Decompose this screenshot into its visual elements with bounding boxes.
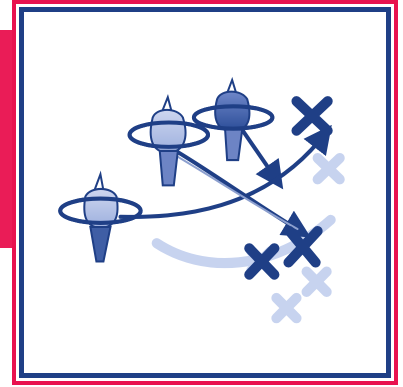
movement-arrows [118, 120, 332, 238]
inner-blue-frame [19, 7, 391, 378]
target-x-lower-right [283, 225, 323, 268]
target-x-marks [244, 96, 333, 280]
target-x-top-right [291, 96, 333, 136]
arrow-top-piece-to-right [235, 120, 284, 190]
shadow-x-1 [312, 152, 345, 185]
arrow-left-piece-to-top-right [118, 124, 332, 219]
shadow-x-4 [301, 266, 332, 297]
shadow-x-3 [271, 292, 302, 324]
player-piece-middle [127, 93, 211, 187]
arrow-middle-piece-shadow-track [166, 149, 299, 231]
left-accent-band [0, 30, 12, 248]
tactics-illustration [58, 76, 345, 324]
player-piece-left [58, 170, 143, 263]
outer-red-frame [12, 0, 398, 385]
target-x-lower-left [244, 243, 280, 280]
player-piece-top [191, 76, 275, 162]
